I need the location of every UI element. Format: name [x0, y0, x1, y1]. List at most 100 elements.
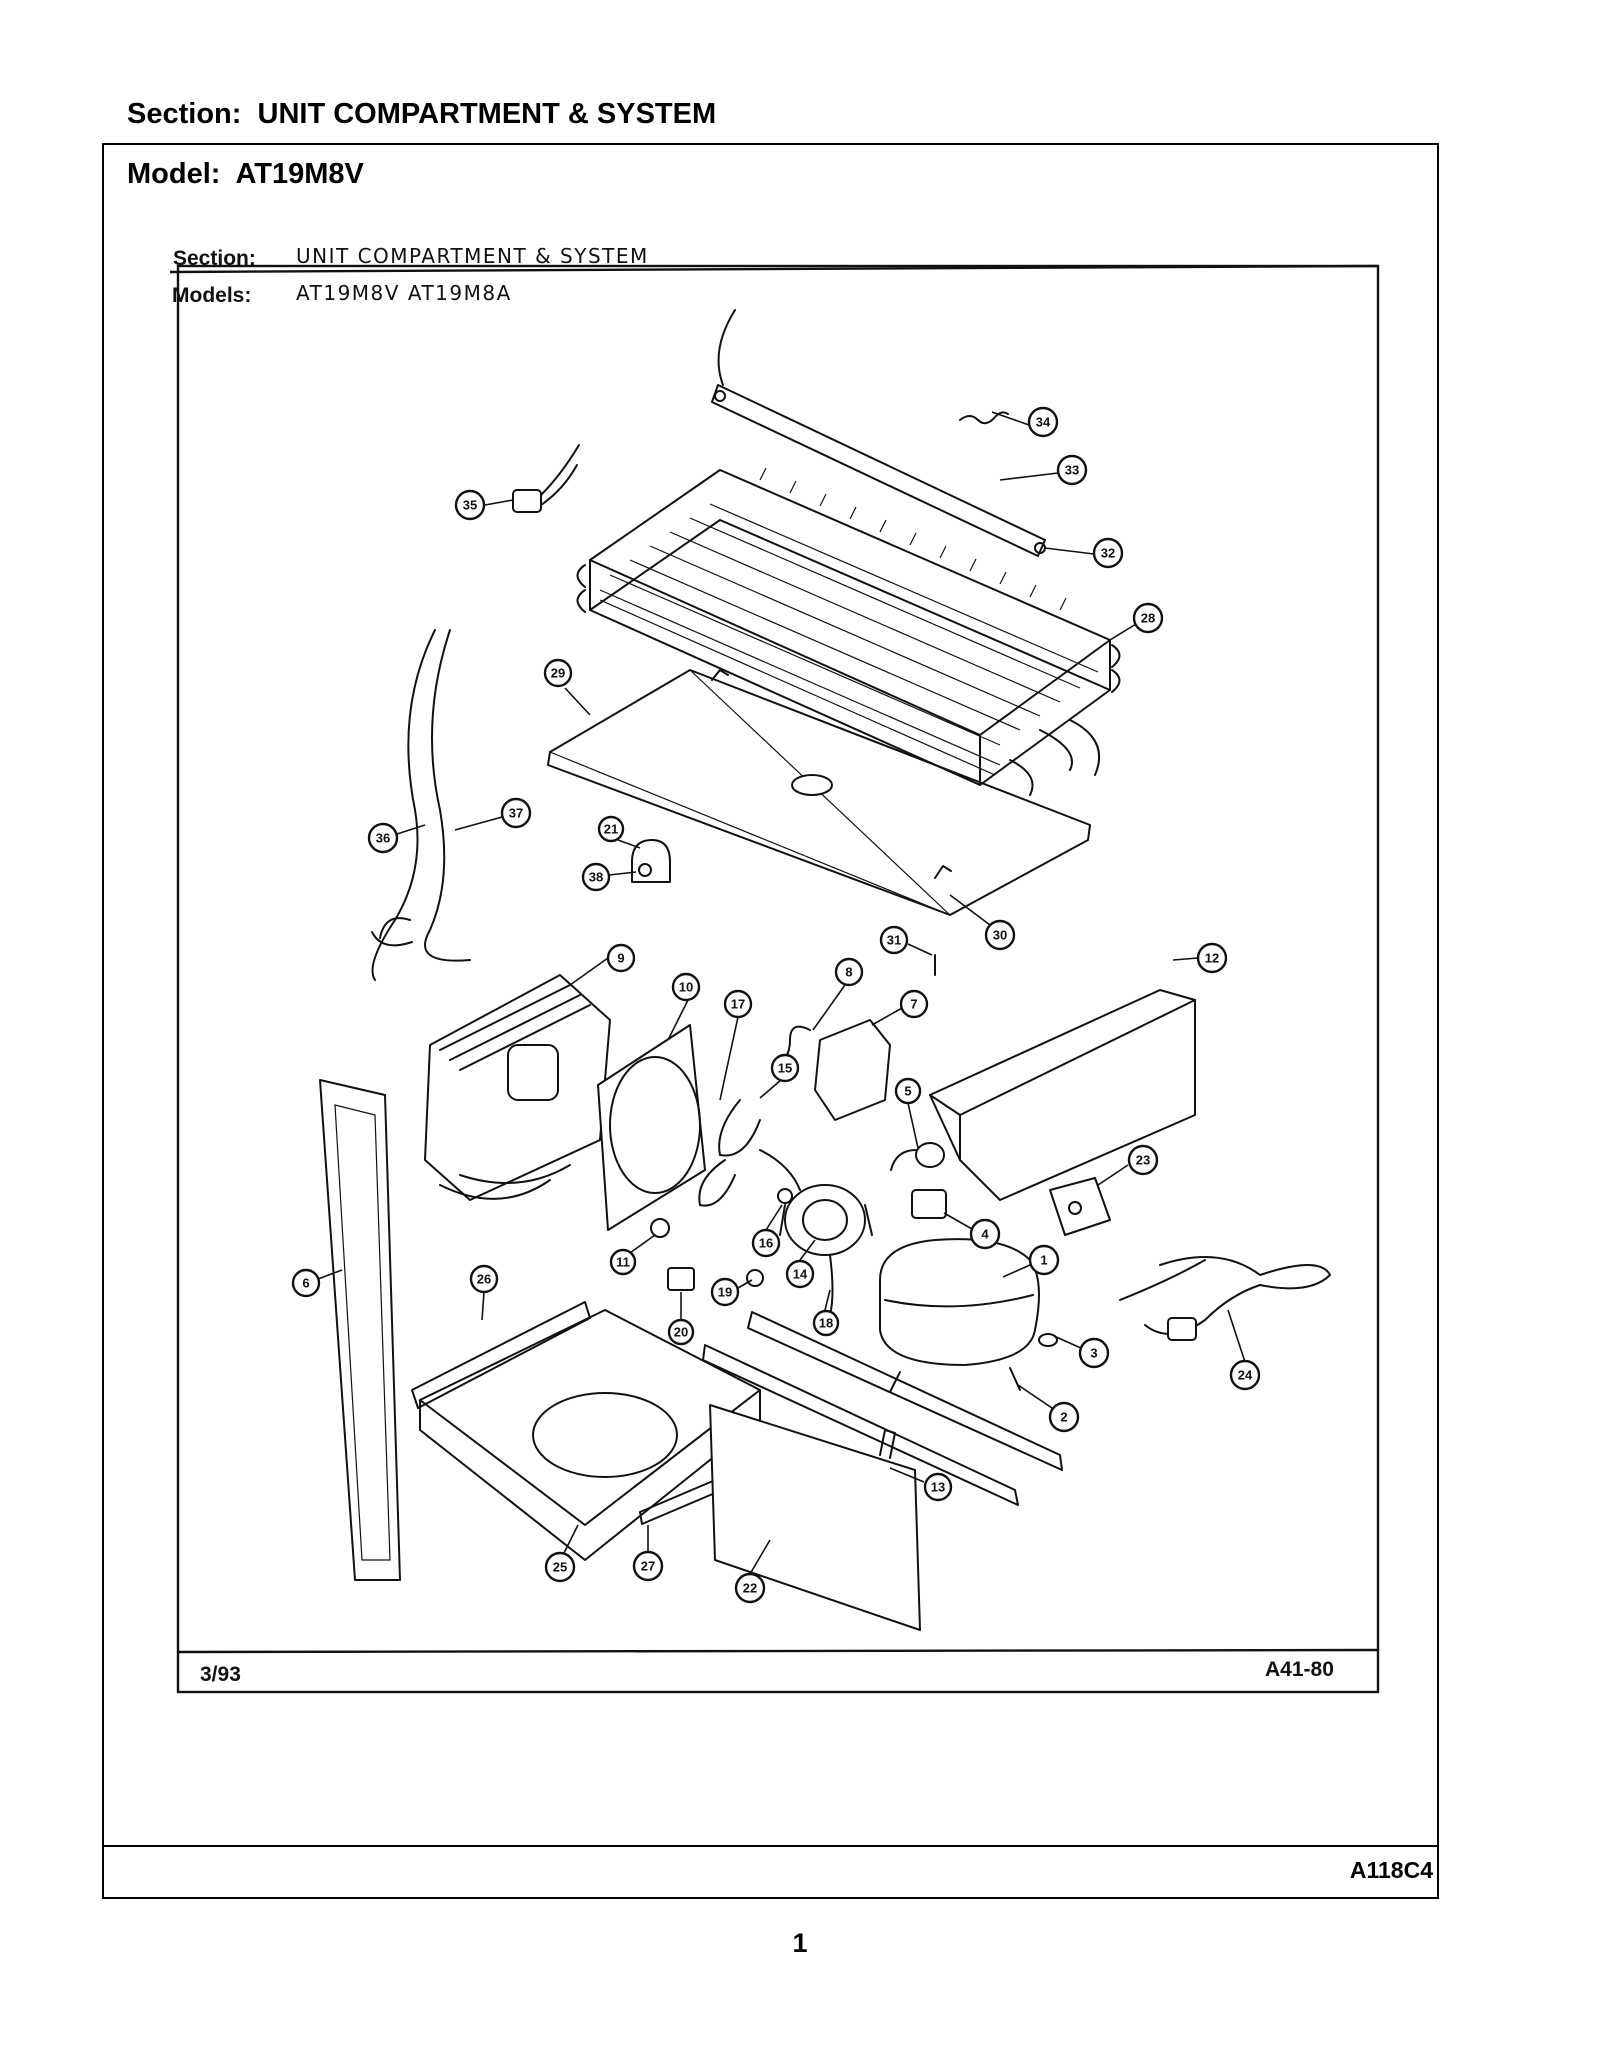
callout-26: 26 [469, 1264, 499, 1294]
small-part-20 [667, 1267, 695, 1291]
svg-text:35: 35 [463, 498, 477, 513]
callout-21: 21 [597, 815, 625, 843]
section-title: Section: UNIT COMPARTMENT & SYSTEM [127, 98, 717, 130]
svg-text:18: 18 [819, 1316, 833, 1331]
svg-text:17: 17 [731, 997, 745, 1012]
svg-text:28: 28 [1141, 611, 1155, 626]
page-number: 1 [792, 1928, 808, 1958]
svg-text:27: 27 [641, 1559, 655, 1574]
scan-models-prefix: Models: [172, 284, 251, 307]
grommet-part [1038, 1333, 1058, 1347]
svg-text:7: 7 [910, 997, 917, 1012]
callout-14: 14 [785, 1259, 815, 1289]
callout-17: 17 [723, 989, 753, 1019]
svg-text:1: 1 [1040, 1253, 1047, 1268]
scan-section-prefix: Section: [173, 247, 256, 270]
svg-text:21: 21 [604, 822, 618, 837]
callout-18: 18 [812, 1309, 840, 1337]
svg-text:34: 34 [1036, 415, 1051, 430]
part-drawings [319, 309, 1331, 1631]
callout-11: 11 [609, 1248, 637, 1276]
svg-text:33: 33 [1065, 463, 1079, 478]
fan-motor [779, 1184, 873, 1256]
evaporator-coil [576, 467, 1121, 796]
svg-text:16: 16 [759, 1236, 773, 1251]
cord-plug [1167, 1317, 1197, 1341]
capillary-tubes [371, 629, 471, 981]
svg-text:30: 30 [993, 928, 1007, 943]
callout-23: 23 [1127, 1144, 1159, 1176]
timer-part [1049, 1177, 1111, 1236]
condenser-unit [424, 974, 611, 1201]
callout-22: 22 [734, 1572, 766, 1604]
callout-13: 13 [923, 1472, 953, 1502]
small-part-16 [777, 1188, 793, 1204]
svg-text:37: 37 [509, 806, 523, 821]
drain-trough [547, 669, 1091, 916]
svg-text:31: 31 [887, 933, 901, 948]
callout-8: 8 [834, 957, 864, 987]
callout-37: 37 [500, 797, 532, 829]
svg-text:20: 20 [674, 1325, 688, 1340]
fan-shroud [597, 1024, 706, 1231]
svg-text:11: 11 [616, 1255, 630, 1270]
base-rail [702, 1311, 1063, 1506]
clip-part [959, 411, 1009, 425]
svg-text:36: 36 [376, 831, 390, 846]
callout-36: 36 [367, 822, 399, 854]
callout-24: 24 [1229, 1359, 1261, 1391]
base-tray [411, 1301, 761, 1561]
callout-35: 35 [454, 489, 486, 521]
scan-models-value: AT19M8V AT19M8A [296, 281, 512, 305]
svg-text:14: 14 [793, 1267, 808, 1282]
scan-border [176, 264, 1380, 1694]
svg-text:6: 6 [302, 1276, 309, 1291]
callout-25: 25 [544, 1551, 576, 1583]
thermostat-part [512, 444, 580, 513]
callout-6: 6 [291, 1268, 321, 1298]
leader-lines [317, 411, 1246, 1575]
callout-9: 9 [606, 943, 636, 973]
overload-part [911, 1189, 947, 1219]
callout-2: 2 [1048, 1401, 1080, 1433]
svg-text:22: 22 [743, 1581, 757, 1596]
callout-30: 30 [984, 919, 1016, 951]
svg-text:10: 10 [679, 980, 693, 995]
model-title: Model: AT19M8V [127, 158, 364, 190]
callout-29: 29 [543, 658, 573, 688]
scan-section-value: UNIT COMPARTMENT & SYSTEM [296, 244, 649, 268]
svg-text:26: 26 [477, 1272, 491, 1287]
callout-12: 12 [1196, 942, 1228, 974]
callout-7: 7 [899, 989, 929, 1019]
callout-10: 10 [671, 972, 701, 1002]
callout-3: 3 [1078, 1337, 1110, 1369]
callout-1: 1 [1028, 1244, 1060, 1276]
small-part-19 [746, 1269, 764, 1287]
small-part-11 [650, 1218, 670, 1238]
callout-19: 19 [710, 1277, 740, 1307]
callout-27: 27 [632, 1550, 664, 1582]
small-part-18 [829, 1254, 834, 1316]
svg-text:29: 29 [551, 666, 565, 681]
heater-bracket [631, 839, 671, 883]
svg-text:4: 4 [981, 1227, 989, 1242]
scan-drawing-code: A41-80 [1265, 1658, 1334, 1681]
svg-text:9: 9 [617, 951, 624, 966]
svg-text:5: 5 [904, 1084, 911, 1099]
scan-footer-rule [177, 1648, 1379, 1654]
svg-text:13: 13 [931, 1480, 945, 1495]
svg-text:38: 38 [589, 870, 603, 885]
callout-5: 5 [894, 1077, 922, 1105]
svg-text:24: 24 [1238, 1368, 1253, 1383]
callout-16: 16 [751, 1228, 781, 1258]
svg-text:25: 25 [553, 1560, 567, 1575]
scan-date: 3/93 [200, 1663, 241, 1686]
callout-15: 15 [770, 1053, 800, 1083]
callout-32: 32 [1092, 537, 1124, 569]
svg-text:32: 32 [1101, 546, 1115, 561]
svg-text:12: 12 [1205, 951, 1219, 966]
compressor-part [879, 1238, 1040, 1393]
reference-code: A118C4 [1349, 1857, 1433, 1883]
callout-4: 4 [969, 1218, 1001, 1250]
back-plate [709, 1404, 921, 1631]
